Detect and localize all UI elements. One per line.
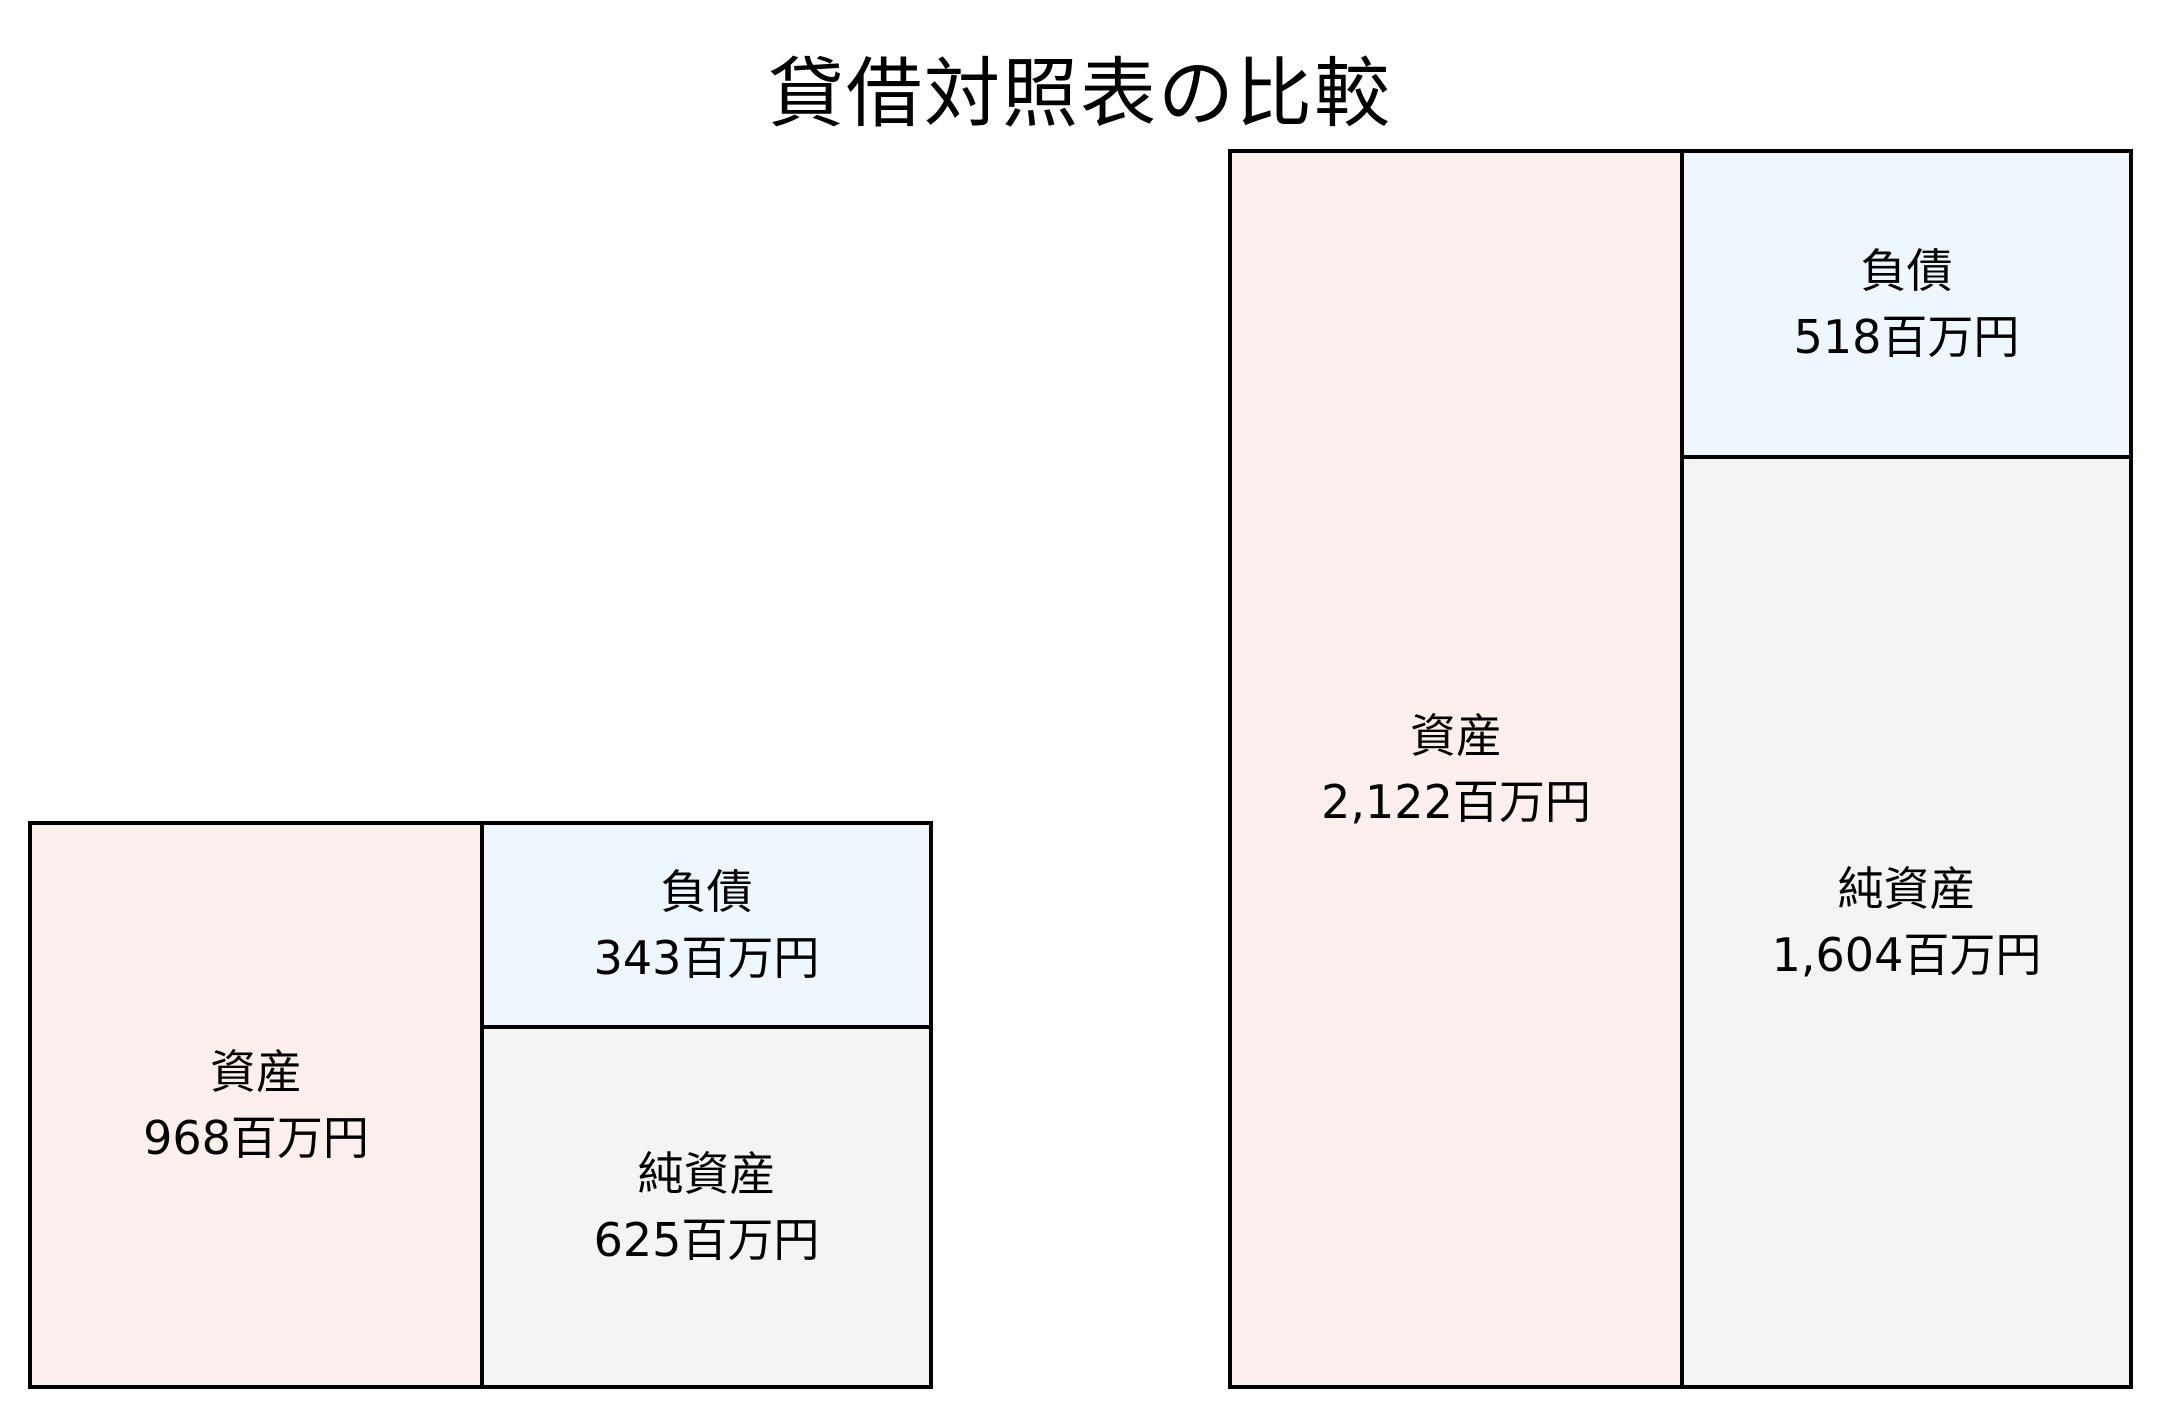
liabilities-label: 負債 [660,865,753,919]
net-assets-label: 純資産 [637,1147,776,1201]
net-assets-label: 純資産 [1837,862,1976,916]
net-assets-value: 1,604百万円 [1771,928,2042,982]
net-assets-block-right: 純資産 1,604百万円 [1684,459,2129,1385]
liabilities-value: 343百万円 [593,931,820,985]
assets-label: 資産 [210,1045,302,1099]
net-assets-value: 625百万円 [593,1213,820,1267]
net-assets-block-left: 純資産 625百万円 [484,1029,929,1385]
assets-block-left: 資産 968百万円 [32,825,484,1385]
liabilities-value: 518百万円 [1793,310,2020,364]
assets-label: 資産 [1410,709,1502,763]
chart-title: 貸借対照表の比較 [768,49,1392,138]
assets-block-right: 資産 2,122百万円 [1232,153,1684,1385]
assets-value: 2,122百万円 [1321,775,1591,829]
assets-value: 968百万円 [143,1111,369,1165]
liabilities-block-left: 負債 343百万円 [484,825,929,1029]
balance-sheet-right: 資産 2,122百万円 負債 518百万円 純資産 1,604百万円 [1228,149,2133,1389]
balance-sheet-left: 資産 968百万円 負債 343百万円 純資産 625百万円 [28,821,933,1389]
liabilities-label: 負債 [1860,244,1953,298]
liabilities-block-right: 負債 518百万円 [1684,153,2129,459]
